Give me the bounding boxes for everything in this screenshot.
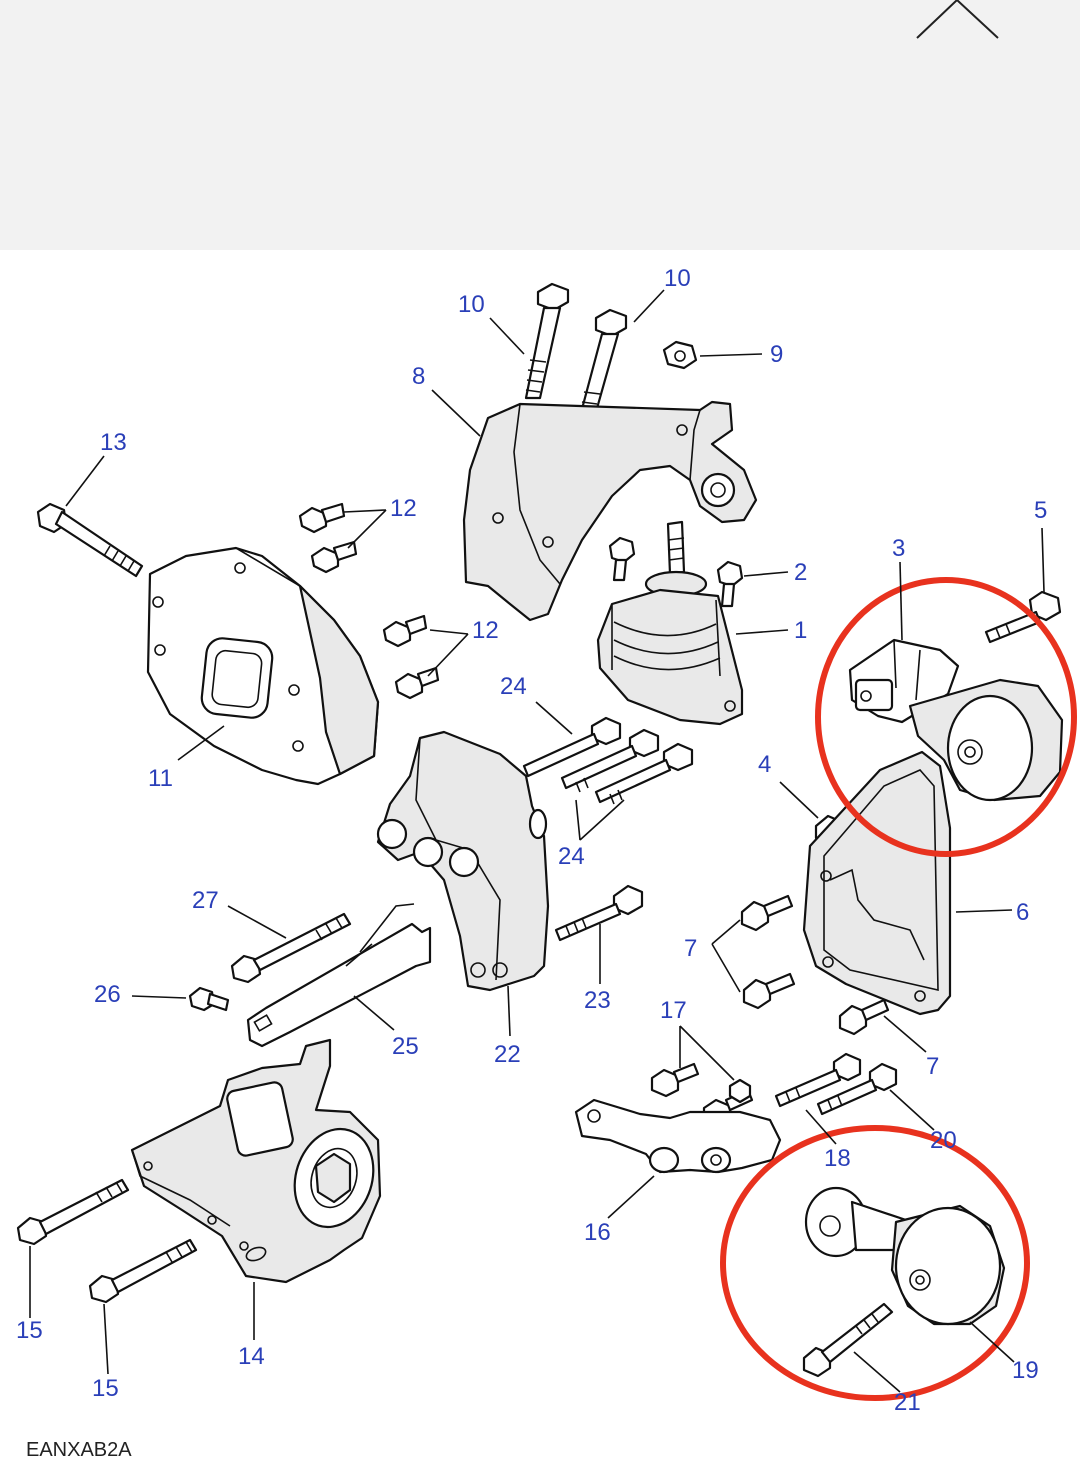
diagram-code: EANXAB2A [26,1439,132,1461]
label-6: 6 [1016,899,1029,926]
rod-25[interactable] [246,903,432,1048]
label-10b: 10 [664,265,691,292]
bolts-24[interactable] [522,716,694,805]
label-15b: 15 [92,1375,119,1402]
bolt-23[interactable] [554,884,644,942]
label-12b: 12 [472,617,499,644]
bolt-2[interactable] [608,536,744,608]
mount-11[interactable] [146,546,380,786]
bolt-13[interactable] [36,502,144,578]
label-7b: 7 [926,1053,939,1080]
highlight-circle-lower [720,1125,1030,1401]
label-9: 9 [770,341,783,368]
bolts-15[interactable] [16,1178,198,1304]
label-17: 17 [660,997,687,1024]
nut-9[interactable] [662,340,698,370]
bolts-18-20[interactable] [774,1052,898,1116]
label-20: 20 [930,1127,957,1154]
bolts-12[interactable] [298,502,440,700]
label-3: 3 [892,535,905,562]
mount-3[interactable] [848,638,1064,802]
plate-6[interactable] [802,750,952,1016]
label-11: 11 [148,765,173,792]
mount-14[interactable] [130,1038,386,1284]
bolts-7[interactable] [740,894,890,1036]
label-10a: 10 [458,291,485,318]
mount-19[interactable] [804,1186,1006,1326]
leader-lines [29,289,1045,1393]
parts-diagram: 1 2 3 4 5 6 7 7 8 9 10 10 11 12 12 13 14… [0,250,1080,1461]
label-7a: 7 [684,935,697,962]
label-12a: 12 [390,495,417,522]
label-4: 4 [758,751,771,778]
bolt-10a[interactable] [524,282,570,400]
bolt-26[interactable] [188,986,230,1012]
label-14: 14 [238,1343,265,1370]
bracket-22[interactable] [376,730,550,992]
link-16[interactable] [574,1098,782,1174]
label-19: 19 [1012,1357,1039,1384]
part-labels: 1 2 3 4 5 6 7 7 8 9 10 10 11 12 12 13 14… [16,265,1047,1416]
top-bar [0,0,1080,250]
chevron-up-icon[interactable] [905,0,1005,50]
label-5: 5 [1034,497,1047,524]
mount-1[interactable] [596,520,744,726]
label-24b: 24 [558,843,585,870]
label-15a: 15 [16,1317,43,1344]
label-13: 13 [100,429,127,456]
label-18: 18 [824,1145,851,1172]
label-16: 16 [584,1219,611,1246]
bolt-21[interactable] [802,1302,894,1378]
label-27: 27 [192,887,219,914]
label-22: 22 [494,1041,521,1068]
label-1: 1 [794,617,807,644]
label-2: 2 [794,559,807,586]
bolts-17[interactable] [650,1062,754,1128]
label-24a: 24 [500,673,527,700]
exploded-view: 1 2 3 4 5 6 7 7 8 9 10 10 11 12 12 13 14… [16,265,1077,1461]
label-25: 25 [392,1033,419,1060]
label-21: 21 [894,1389,921,1416]
label-8: 8 [412,363,425,390]
bolt-5[interactable] [984,590,1062,644]
bracket-8[interactable] [462,400,758,622]
label-26: 26 [94,981,121,1008]
label-23: 23 [584,987,611,1014]
highlight-circle-upper [815,577,1077,857]
bolt-27[interactable] [230,912,352,984]
